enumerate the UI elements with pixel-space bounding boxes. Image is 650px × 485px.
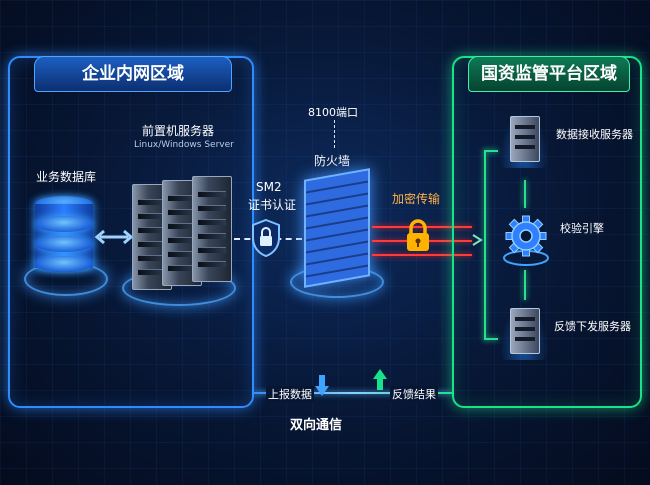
enterprise-zone-title: 企业内网区域 [34,56,232,92]
front-server-label: 前置机服务器 [142,124,215,138]
shield-lock-icon [252,218,280,258]
feedback-server-icon [500,304,548,360]
feedback-result-label: 反馈结果 [390,386,438,402]
port-label: 8100端口 [308,106,358,119]
encrypted-line-bottom [372,254,472,256]
database-icon [35,196,93,276]
firewall-icon [304,168,370,288]
sm2-label: SM2 [256,180,282,194]
flow-down-2 [524,270,526,300]
bidirectional-arrow-icon [94,229,134,245]
business-database-label: 业务数据库 [36,170,97,184]
enterprise-intranet-zone: 企业内网区域 [8,56,254,408]
flow-branch-top [484,150,498,152]
certificate-auth-label: 证书认证 [248,198,297,212]
flow-down-1 [524,180,526,208]
gear-icon [503,215,549,266]
platform-zone-title: 国资监管平台区域 [468,56,630,92]
sasac-platform-zone: 国资监管平台区域 [452,56,642,408]
receive-server-icon [500,112,548,168]
receive-server-label: 数据接收服务器 [556,128,633,141]
report-data-label: 上报数据 [266,386,314,402]
platform-flow-line [484,150,486,340]
arrow-right-icon [472,234,483,246]
encrypted-transmission-label: 加密传输 [392,192,441,206]
up-arrow-icon [373,369,387,390]
port-connector-line [334,120,335,148]
firewall-label: 防火墙 [314,154,351,168]
validation-engine-label: 校验引擎 [560,222,604,235]
feedback-server-label: 反馈下发服务器 [554,320,631,333]
down-arrow-icon [315,375,329,396]
front-server-rack-icon [132,176,232,290]
bidirectional-communication-label: 双向通信 [290,418,343,433]
bidirectional-link-line [254,392,452,394]
front-server-os-label: Linux/Windows Server [134,140,234,150]
flow-branch-bottom [484,338,498,340]
encrypted-line-top [372,226,472,228]
padlock-icon [407,219,429,251]
